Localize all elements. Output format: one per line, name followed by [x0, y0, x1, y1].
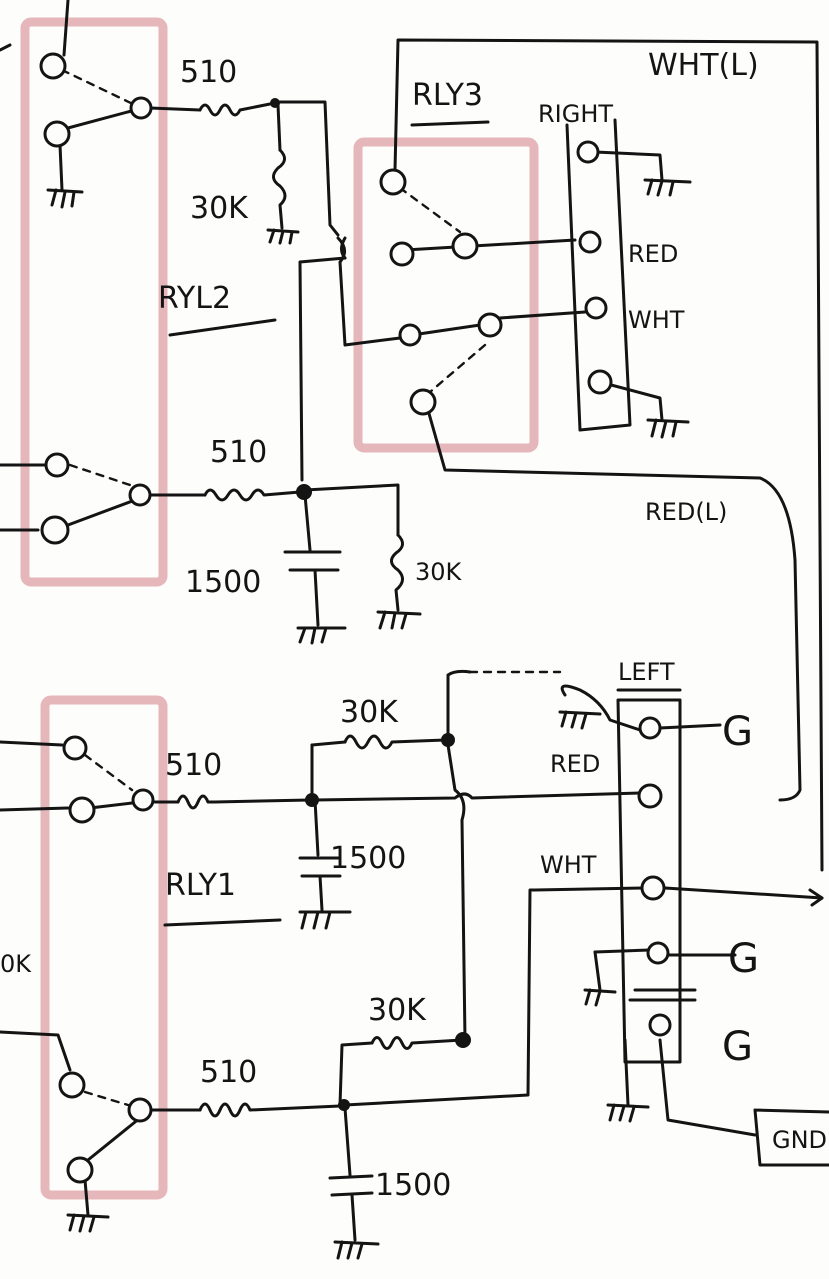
right-connector-pin-red — [578, 230, 602, 254]
relay-label-rly3: RLY3 — [412, 78, 483, 113]
ground-symbol — [66, 1213, 110, 1233]
junction-node — [338, 1099, 350, 1111]
rly1-contact-lower-b — [127, 1097, 153, 1123]
right-connector — [565, 118, 664, 432]
wire-label-wht: WHT — [628, 306, 685, 334]
capacitor-label-1500: 1500 — [185, 565, 261, 600]
wire-label-red-l: RED(L) — [645, 498, 727, 526]
right-connector-pin-wht — [584, 296, 608, 320]
resistor-label-510: 510 — [210, 435, 267, 470]
left-connector-pin-g1 — [638, 716, 662, 740]
rly1-contact-upper-b — [68, 796, 96, 824]
resistor-label-510: 510 — [180, 55, 237, 90]
junction-node — [455, 1032, 471, 1048]
ground-symbol — [298, 910, 352, 930]
ground-symbol — [643, 178, 692, 197]
left-connector-pin-red — [637, 783, 663, 809]
relay-label-rly1: RLY1 — [165, 868, 236, 903]
left-connector — [533, 684, 829, 1167]
resistor-label-30k: 30K — [368, 993, 427, 1028]
connector-label-left: LEFT — [618, 658, 675, 686]
rly1-contact-lower-c — [66, 1156, 94, 1184]
rly3-contact-b — [389, 241, 415, 267]
arrow-right-icon — [808, 888, 824, 907]
rly3-contact-e — [477, 312, 503, 338]
rly2-contact-lower-c — [40, 515, 70, 545]
relay-box-rly1 — [40, 695, 168, 1200]
relay-label-rly2: RYL2 — [158, 281, 231, 316]
resistor-label-510: 510 — [200, 1055, 257, 1090]
connector-label-right: RIGHT — [538, 100, 613, 128]
left-connector-pin-g3 — [648, 1013, 672, 1037]
resistor-label-30k: 30K — [340, 695, 399, 730]
pin-label-g: G — [722, 1024, 753, 1070]
wire-label-red: RED — [550, 750, 600, 778]
label-underline — [410, 120, 490, 127]
capacitor-label-1500: 1500 — [330, 841, 406, 876]
capacitor-label-1500: 1500 — [375, 1168, 451, 1203]
resistor-label-30k: 30K — [415, 558, 463, 586]
pin-label-g: G — [728, 936, 759, 982]
ground-symbol — [376, 610, 422, 630]
ground-symbol — [606, 1103, 650, 1123]
ground-symbol — [558, 710, 602, 730]
relay-box-rly3 — [353, 137, 539, 453]
label-underline — [163, 918, 282, 927]
ground-symbol — [598, 380, 690, 439]
pin-label-g: G — [722, 709, 753, 755]
rly1-contact-upper-c — [131, 788, 155, 812]
junction-node — [270, 98, 280, 108]
ground-symbol — [296, 626, 347, 645]
left-connector-pin-g2 — [646, 941, 670, 965]
rly1-upper-wiring — [0, 669, 642, 1042]
rly1-lower-wiring — [0, 888, 537, 1242]
junction-node — [296, 484, 312, 500]
rly2-lower-wiring — [0, 463, 404, 627]
relay-box-rly2 — [20, 17, 168, 587]
junction-node — [305, 793, 319, 807]
partial-label-30k: 0K — [0, 950, 32, 978]
left-connector-pin-wht — [640, 875, 666, 901]
rly3-contact-a — [379, 168, 407, 196]
resistor-label-30k: 30K — [190, 191, 249, 226]
rly1-contact-upper-a — [62, 735, 88, 761]
wire-label-red: RED — [628, 240, 678, 268]
rly2-contact-upper-c — [43, 120, 71, 148]
right-connector-pin-1 — [576, 140, 600, 164]
wire-label-wht-l: WHT(L) — [648, 48, 759, 83]
wire-label-gnd: GND — [772, 1126, 827, 1154]
rly3-wiring — [298, 38, 824, 872]
wire-label-wht: WHT — [540, 851, 597, 879]
rly2-contact-upper-a — [39, 52, 67, 80]
rly2-upper-wiring — [0, 0, 340, 237]
ground-symbol — [46, 188, 84, 209]
junction-node — [441, 733, 455, 747]
ground-symbol — [266, 228, 300, 245]
resistor-label-510: 510 — [165, 748, 222, 783]
rly3-contact-f — [409, 388, 437, 416]
rly3-contact-c — [451, 232, 479, 260]
rly2-contact-upper-b — [129, 96, 153, 120]
rly1-contact-lower-a — [58, 1071, 86, 1099]
rly2-contact-lower-a — [44, 452, 70, 478]
right-connector-pin-4 — [587, 369, 613, 395]
rly2-contact-lower-b — [128, 483, 152, 507]
label-underline — [168, 318, 277, 337]
rly3-contact-d — [398, 323, 422, 347]
ground-symbol — [583, 988, 617, 1007]
ground-symbol — [333, 1240, 380, 1260]
